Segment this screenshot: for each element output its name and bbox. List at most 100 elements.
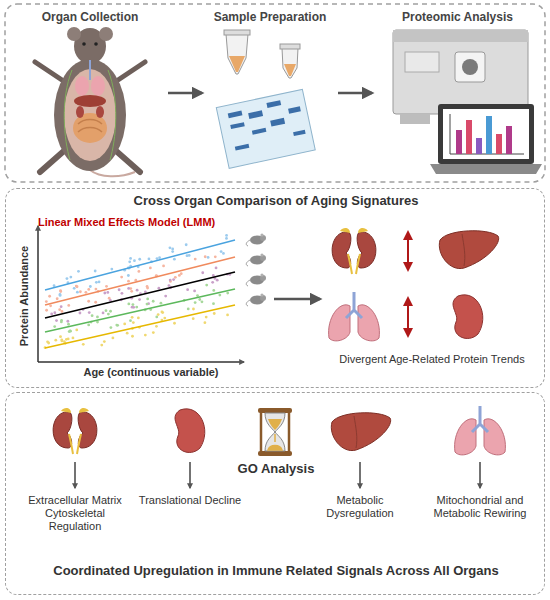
scatter-dot	[103, 340, 106, 343]
scatter-dot	[106, 291, 109, 294]
scatter-dot	[95, 288, 98, 291]
scatter-dot	[105, 285, 108, 288]
panel: Linear Mixed Effects Model (LMM)Protein …	[5, 188, 545, 388]
scatter-dot	[131, 335, 134, 338]
scatter-dot	[138, 298, 141, 301]
scatter-dot	[66, 320, 69, 323]
scatter-dot	[220, 250, 223, 253]
node-text: Divergent Age-Related Protein Trends	[323, 353, 541, 366]
finding-label: Translational Decline	[135, 494, 245, 507]
scatter-dot	[95, 281, 98, 284]
scatter-dot	[109, 326, 112, 329]
lmm-chart	[38, 226, 244, 362]
scatter-dot	[157, 287, 160, 290]
scatter-dot	[110, 268, 113, 271]
scatter-dot	[135, 306, 138, 309]
scatter-dot	[173, 258, 176, 261]
node-text: Proteomic Analysis	[375, 10, 540, 24]
scatter-dot	[127, 303, 130, 306]
scatter-dot	[185, 243, 188, 246]
scatter-dot	[132, 321, 135, 324]
scatter-dot	[91, 314, 94, 317]
scatter-dot	[133, 259, 136, 262]
scatter-dot	[127, 280, 130, 283]
scatter-dot	[75, 285, 78, 288]
scatter-dot	[130, 290, 133, 293]
scatter-dot	[77, 270, 80, 273]
scatter-dot	[213, 312, 216, 315]
scatter-dot	[146, 298, 149, 301]
scatter-dot	[73, 287, 76, 290]
scatter-dot	[50, 313, 53, 316]
scatter-dot	[211, 281, 214, 284]
scatter-dot	[132, 306, 135, 309]
scatter-dot	[87, 288, 90, 291]
scatter-dot	[87, 324, 90, 327]
scatter-dot	[132, 303, 135, 306]
scatter-dot	[59, 293, 62, 296]
scatter-dot	[155, 316, 158, 319]
scatter-dot	[123, 323, 126, 326]
scatter-dot	[102, 312, 105, 315]
scatter-dot	[89, 285, 92, 288]
scatter-dot	[214, 255, 217, 258]
scatter-dot	[87, 300, 90, 303]
scatter-dot	[46, 340, 49, 343]
scatter-dot	[171, 250, 174, 253]
scatter-dot	[79, 290, 82, 293]
scatter-dot	[45, 309, 48, 312]
scatter-dot	[194, 258, 197, 261]
scatter-dot	[79, 312, 82, 315]
scatter-dot	[59, 294, 62, 297]
scatter-dot	[45, 300, 48, 303]
panel: GO AnalysisCoordinated Upregulation in I…	[5, 392, 545, 595]
down-arrows	[75, 462, 480, 488]
scatter-dot	[67, 304, 70, 307]
step-box: Organ Collection	[15, 8, 165, 178]
scatter-dot	[201, 300, 204, 303]
scatter-dot	[207, 256, 210, 259]
organ-box: Divergent Age-Related Protein Trends	[323, 213, 541, 385]
scatter-dot	[180, 272, 183, 275]
scatter-dot	[137, 270, 140, 273]
mouse-illustration	[35, 27, 145, 176]
scatter-dot	[94, 270, 97, 273]
scatter-dot	[49, 304, 52, 307]
scatter-dot	[88, 311, 91, 314]
scatter-dot	[174, 276, 177, 279]
scatter-dot	[192, 308, 195, 311]
scatter-dot	[169, 279, 172, 282]
scatter-dot	[60, 319, 63, 322]
scatter-dot	[225, 237, 228, 240]
scatter-dot	[198, 298, 201, 301]
node-text: Linear Mixed Effects Model (LMM)	[38, 216, 253, 229]
scatter-dot	[131, 316, 134, 319]
scatter-dot	[146, 303, 149, 306]
node-text: Sample Preparation	[205, 10, 335, 24]
scatter-dot	[67, 323, 70, 326]
scatter-dot	[136, 289, 139, 292]
scatter-dot	[226, 292, 229, 295]
node-text: Coordinated Upregulation in Immune Relat…	[6, 563, 546, 579]
scatter-dot	[94, 301, 97, 304]
scatter-dot	[103, 292, 106, 295]
scatter-dot	[129, 319, 132, 322]
scatter-dot	[205, 284, 208, 287]
scatter-dot	[82, 343, 85, 346]
scatter-dot	[127, 287, 130, 290]
scatter-dot	[76, 285, 79, 288]
scatter-dot	[216, 279, 219, 282]
finding-label: Extracellular Matrix Cytoskeletal Regula…	[20, 494, 130, 534]
scatter-dot	[116, 324, 119, 327]
panel-outline	[5, 4, 545, 182]
scatter-dot	[60, 305, 63, 308]
scatter-dot	[66, 277, 69, 280]
scatter-dot	[58, 308, 61, 311]
scatter-dot	[54, 339, 57, 342]
scatter-dot	[56, 297, 59, 300]
scatter-dot	[215, 266, 218, 269]
scatter-dot	[126, 332, 129, 335]
scatter-dot	[61, 340, 64, 343]
scatter-dot	[55, 319, 58, 322]
